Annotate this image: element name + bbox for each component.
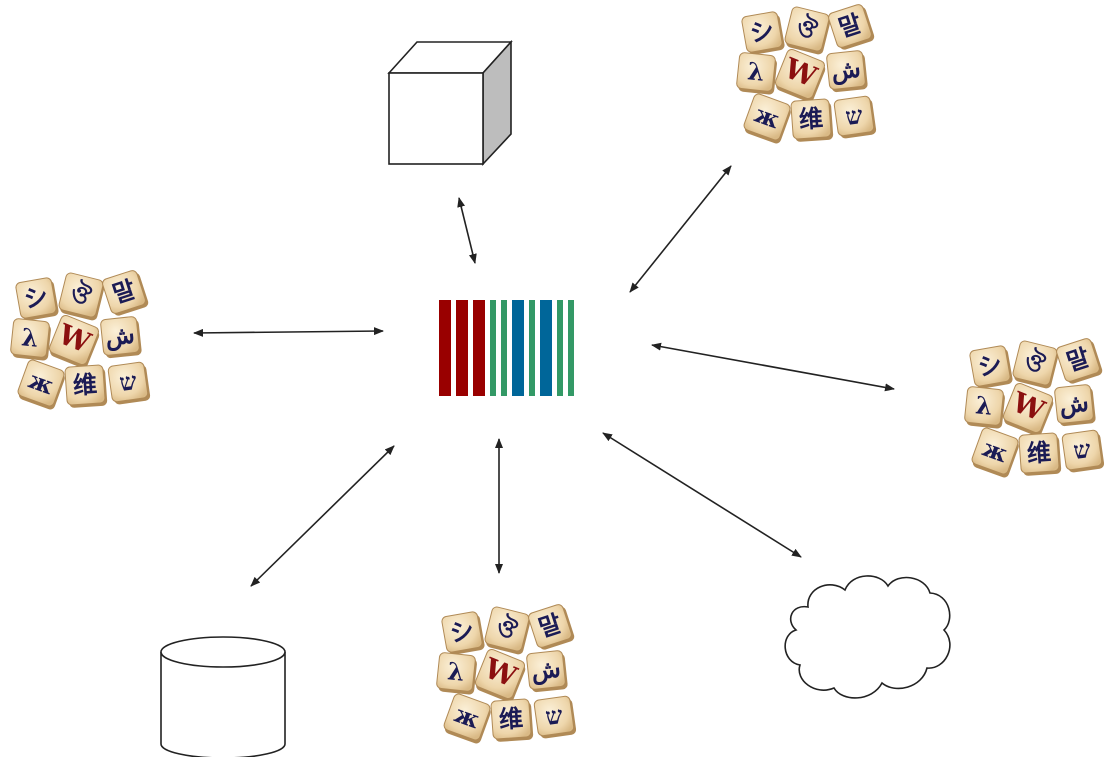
puzzle-tile: ж (17, 359, 65, 410)
barcode-bar (512, 300, 524, 396)
puzzle-tile: λ (10, 318, 51, 361)
puzzle-tile: シ (441, 611, 485, 655)
puzzle-glyph: λ (974, 390, 994, 421)
puzzle-tile: ש (107, 361, 151, 405)
puzzle-tile: W (474, 648, 526, 703)
barcode-bar (456, 300, 468, 396)
arrow-hub-wiki-left (193, 327, 384, 337)
puzzle-tile: λ (736, 52, 777, 95)
puzzle-glyph: λ (20, 322, 40, 353)
puzzle-tile: ঔ (484, 606, 531, 655)
puzzle-glyph: ש (543, 700, 564, 731)
puzzle-tile: 말 (828, 4, 875, 50)
puzzle-tile: ش (100, 316, 142, 359)
puzzle-glyph: λ (746, 56, 766, 87)
puzzle-tile: W (774, 48, 826, 103)
arrow-hub-wiki-top-right (629, 165, 732, 293)
puzzle-tile: ঔ (784, 6, 831, 55)
puzzle-tile: ש (833, 95, 877, 139)
barcode-bar (473, 300, 485, 396)
barcode-bar (529, 300, 535, 396)
barcode-bar (501, 300, 507, 396)
puzzle-tile: ش (826, 50, 868, 93)
puzzle-tile: 维 (790, 98, 834, 142)
arrow-hub-wiki-right (651, 342, 895, 392)
puzzle-glyph: シ (448, 615, 477, 648)
puzzle-tile: 말 (102, 270, 149, 316)
puzzle-glyph: ש (117, 366, 138, 397)
wikidata-logo (439, 300, 574, 396)
puzzle-glyph: 维 (72, 369, 98, 400)
barcode-bar (568, 300, 574, 396)
puzzle-tile: ঔ (1012, 340, 1059, 389)
puzzle-tile: シ (969, 345, 1013, 389)
database-cylinder-icon (160, 636, 286, 757)
puzzle-tile: ش (1054, 384, 1096, 427)
arrow-hub-cloud (602, 432, 802, 558)
barcode-bar (439, 300, 451, 396)
puzzle-tile: ঔ (58, 272, 105, 321)
puzzle-glyph: ش (1058, 388, 1090, 421)
puzzle-glyph: シ (976, 349, 1005, 382)
puzzle-tile: λ (964, 386, 1005, 429)
puzzle-tile: 말 (528, 604, 575, 650)
cube-icon (387, 39, 513, 167)
puzzle-glyph: ש (1071, 434, 1092, 465)
puzzle-tile: ж (971, 427, 1019, 478)
puzzle-tile: ש (533, 695, 577, 739)
puzzle-tile: 维 (64, 364, 108, 408)
arrow-hub-cube (457, 197, 477, 264)
barcode-bar (490, 300, 496, 396)
puzzle-tile: 维 (490, 698, 534, 742)
puzzle-tile: 维 (1018, 432, 1062, 476)
puzzle-tile: W (48, 314, 100, 369)
puzzle-tile: ж (743, 93, 791, 144)
barcode-bar (557, 300, 563, 396)
puzzle-tile: シ (741, 11, 785, 55)
puzzle-glyph: ש (843, 100, 864, 131)
puzzle-tile: ж (443, 693, 491, 744)
cloud-icon (784, 575, 951, 699)
puzzle-tile: W (1002, 382, 1054, 437)
barcode-bar (540, 300, 552, 396)
puzzle-glyph: λ (446, 656, 466, 687)
puzzle-glyph: 维 (798, 103, 824, 134)
puzzle-tile: 말 (1056, 338, 1103, 384)
puzzle-glyph: ش (104, 320, 136, 353)
puzzle-tile: λ (436, 652, 477, 695)
puzzle-glyph: ش (830, 54, 862, 87)
puzzle-tile: シ (15, 277, 59, 321)
puzzle-glyph: 维 (1026, 437, 1052, 468)
puzzle-glyph: シ (748, 15, 777, 48)
puzzle-tile: ש (1061, 429, 1105, 473)
puzzle-tile: ش (526, 650, 568, 693)
puzzle-glyph: シ (22, 281, 51, 314)
arrow-hub-database (250, 445, 395, 587)
puzzle-glyph: ش (530, 654, 562, 687)
puzzle-glyph: 维 (498, 703, 524, 734)
connector-arrows (193, 165, 895, 587)
